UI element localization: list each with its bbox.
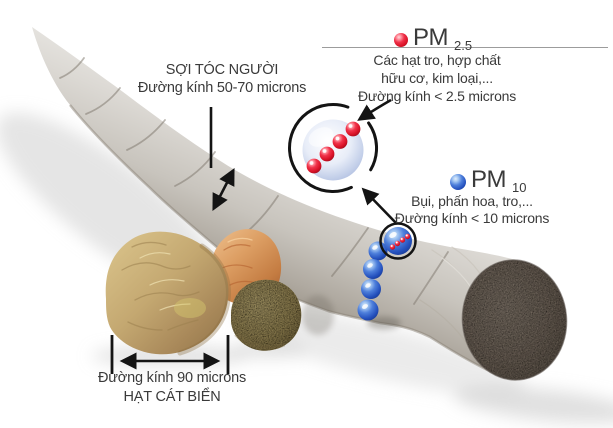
sand-grain-big-texture: [121, 241, 231, 356]
chain-shadow: [367, 316, 401, 330]
pm25-legend-header: PM 2.5: [394, 24, 473, 53]
sand-label-line1: Đường kính 90 microns: [98, 370, 246, 386]
sand-grain-round-shade: [234, 332, 286, 351]
magnify-pointer-arrow: [361, 187, 397, 224]
large-zoom-ring-icon: [288, 102, 378, 193]
pm10-desc-line1: Bụi, phấn hoa, tro,...: [411, 193, 533, 209]
sand-grain-round: [231, 279, 302, 351]
pm10-desc-line2: Đường kính < 10 microns: [394, 210, 550, 226]
mini-pm25-chain: [389, 233, 411, 250]
sand-measure-arrow: [110, 335, 230, 374]
pm10-description: Bụi, phấn hoa, tro,... Đường kính < 10 m…: [382, 193, 562, 227]
pm10-particle-chain: [357, 222, 417, 330]
small-zoom-ring-icon: [379, 222, 417, 260]
pm25-desc-line2: hữu cơ, kim loại,...: [381, 70, 493, 86]
pm10-icon: [450, 174, 466, 190]
magnifier-small-circle: [379, 222, 417, 260]
pm25-icon: [394, 33, 408, 47]
pm25-desc-line3: Đường kính < 2.5 microns: [357, 88, 517, 104]
hair-measure-arrow: [209, 107, 235, 212]
sand-label: Đường kính 90 microns HẠT CÁT BIỂN: [72, 369, 272, 407]
pm10-legend-header: PM 10: [450, 166, 527, 195]
pm25-subscript: 2.5: [454, 37, 473, 53]
pm25-desc-line1: Các hạt tro, hợp chất: [373, 52, 501, 68]
pm25-pointer-arrow: [357, 98, 392, 121]
hair-label-line2: Đường kính 50-70 microns: [137, 80, 307, 96]
sand-label-line2: HẠT CÁT BIỂN: [123, 389, 221, 405]
pm25-particles: [306, 121, 361, 174]
pm25-symbol: PM: [413, 24, 449, 51]
magnifier-large-circle: [288, 102, 378, 193]
pm10-symbol: PM: [471, 166, 507, 193]
sand-grains: [105, 229, 334, 356]
hair-label-line1: SỢI TÓC NGƯỜI: [165, 62, 279, 78]
chain-speculars: [362, 245, 378, 309]
pm10-subscript: 10: [512, 179, 527, 195]
hair-label: SỢI TÓC NGƯỜI Đường kính 50-70 microns: [112, 61, 332, 97]
pm25-description: Các hạt tro, hợp chất hữu cơ, kim loại,.…: [327, 51, 547, 105]
sand-shadow-on-hair: [302, 295, 334, 335]
hair-body: [32, 27, 522, 378]
hair-cut-face: [461, 259, 568, 381]
